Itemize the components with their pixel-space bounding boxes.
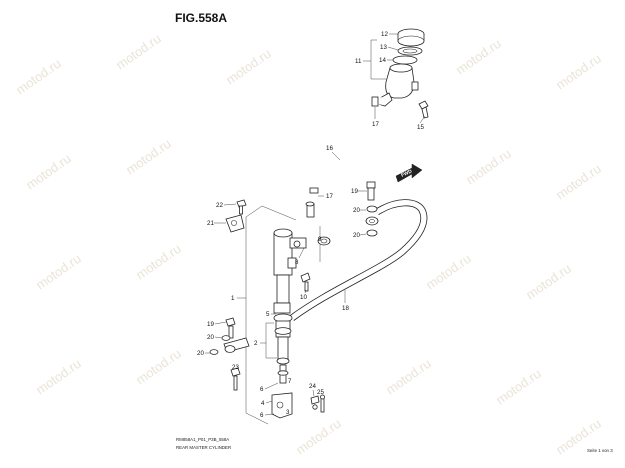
hose-clamp-lower: [309, 187, 319, 194]
watermark-text: motod.ru: [33, 356, 84, 398]
reservoir-hose: [308, 97, 384, 188]
watermark-text: motod.ru: [423, 251, 474, 293]
washer-upper-b: [366, 229, 378, 237]
reservoir-bolt: [418, 100, 429, 119]
watermark-text: motod.ru: [223, 46, 274, 88]
callout-9: 9: [318, 236, 322, 243]
push-rod: [277, 364, 289, 384]
master-cylinder-body: [273, 228, 307, 304]
callout-17: 17: [372, 121, 379, 128]
watermark-text: motod.ru: [23, 151, 74, 193]
washer-upper-a: [366, 205, 378, 213]
footer-caption: REAR MASTER CYLINDER: [176, 445, 231, 450]
callout-3: 3: [286, 409, 290, 416]
callout-14: 14: [379, 57, 386, 64]
banjo-bolt-lower: [225, 317, 236, 339]
callout-20: 20: [353, 207, 360, 214]
washer-lower-a: [221, 335, 231, 341]
callout-10: 10: [300, 294, 307, 301]
watermark-text: motod.ru: [33, 251, 84, 293]
mount-bolt: [230, 367, 241, 391]
callout-19: 19: [207, 321, 214, 328]
callout-25: 25: [317, 389, 324, 396]
watermark-text: motod.ru: [553, 161, 604, 203]
watermark-text: motod.ru: [493, 366, 544, 408]
brake-hose: [289, 199, 428, 321]
watermark-text: motod.ru: [463, 146, 514, 188]
callout-20: 20: [353, 232, 360, 239]
callout-15: 15: [417, 124, 424, 131]
banjo-bolt-upper: [366, 181, 376, 201]
clevis: [271, 392, 293, 419]
callout-24: 24: [309, 383, 316, 390]
clevis-pin: [320, 394, 325, 413]
watermark-layer: motod.ru motod.ru motod.ru motod.ru moto…: [13, 31, 604, 458]
callout-4: 4: [261, 400, 265, 407]
hose-clamp-upper: [371, 96, 379, 107]
piston-assembly: [273, 302, 293, 365]
callout-21: 21: [207, 220, 214, 227]
footer-code: RM858A1_P01_P3B_558A: [176, 437, 229, 442]
reservoir-tank: [377, 63, 419, 107]
callout-19: 19: [351, 188, 358, 195]
watermark-text: motod.ru: [123, 136, 174, 178]
callout-18: 18: [342, 305, 349, 312]
callout-20: 20: [197, 350, 204, 357]
fwd-label: FWD: [400, 168, 413, 178]
fwd-arrow-icon: FWD: [395, 163, 423, 183]
callout-2: 2: [254, 340, 258, 347]
watermark-text: motod.ru: [293, 416, 344, 458]
watermark-text: motod.ru: [553, 51, 604, 93]
callout-1: 1: [231, 295, 235, 302]
callout-13: 13: [380, 44, 387, 51]
washer-lower-b: [209, 349, 219, 355]
reservoir-plate: [392, 55, 418, 65]
callout-12: 12: [381, 31, 388, 38]
banjo-fitting-lower: [223, 337, 250, 353]
watermark-text: motod.ru: [133, 241, 184, 283]
watermark-text: motod.ru: [453, 36, 504, 78]
adjuster-screw: [300, 272, 311, 292]
reservoir-cap: [397, 28, 425, 47]
cotter-pin: [310, 395, 320, 410]
callout-16: 16: [326, 145, 333, 152]
callout-8: 8: [295, 259, 299, 266]
watermark-text: motod.ru: [523, 261, 574, 303]
watermark-text: motod.ru: [13, 56, 64, 98]
bracket-bolt: [236, 199, 247, 215]
o-ring-nipple: [317, 236, 331, 246]
callout-23: 23: [232, 364, 239, 371]
callout-7: 7: [288, 378, 292, 385]
callout-5: 5: [266, 311, 270, 318]
callout-17: 17: [326, 193, 333, 200]
watermark-text: motod.ru: [113, 31, 164, 73]
callout-20: 20: [207, 334, 214, 341]
callout-11: 11: [355, 58, 362, 65]
reservoir-diaphragm: [397, 46, 423, 56]
banjo-fitting-upper: [365, 216, 379, 226]
watermark-text: motod.ru: [133, 346, 184, 388]
page-label: Seite 1 von 3: [587, 448, 613, 453]
watermark-text: motod.ru: [383, 356, 434, 398]
figure-title: FIG.558A: [175, 11, 227, 25]
callout-6: 6: [260, 412, 264, 419]
hose-nipple: [305, 201, 315, 218]
mount-bracket: [225, 214, 245, 233]
callout-22: 22: [216, 202, 223, 209]
callout-6: 6: [260, 386, 264, 393]
